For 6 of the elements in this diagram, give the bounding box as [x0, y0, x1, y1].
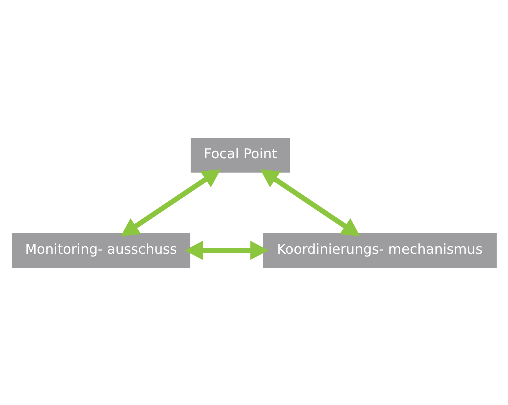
node-box: Focal Point — [190, 137, 290, 172]
node-box: Monitoring- ausschuss — [12, 232, 190, 268]
node-box: Koordinierungs- mechanismus — [262, 232, 496, 268]
arrow — [120, 168, 220, 236]
arrow — [184, 240, 268, 260]
arrow — [260, 168, 360, 236]
